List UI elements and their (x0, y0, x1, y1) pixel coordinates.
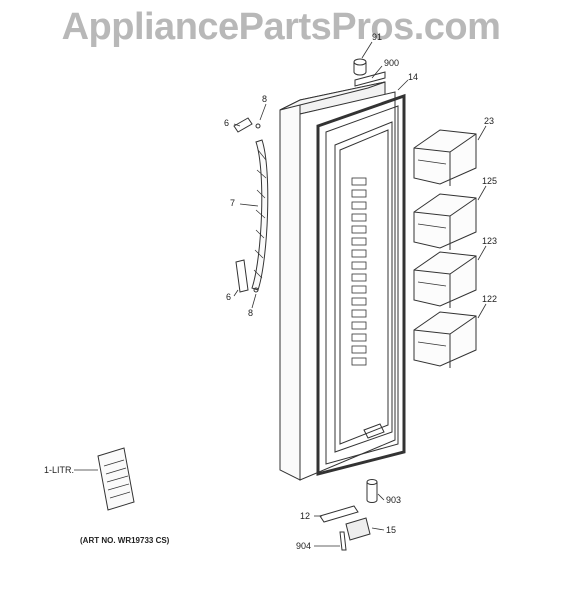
callout-23: 23 (484, 116, 494, 126)
callout-1-litr: 1-LITR. (44, 465, 74, 475)
callout-125: 125 (482, 176, 497, 186)
callout-15: 15 (386, 525, 396, 535)
door-bin-icon (413, 129, 477, 368)
callout-8-top: 8 (262, 94, 267, 104)
fridge-door-icon (279, 58, 406, 481)
callout-14: 14 (408, 72, 418, 82)
callout-12: 12 (300, 511, 310, 521)
callout-6-bottom: 6 (226, 292, 231, 302)
literature-icon (97, 447, 135, 511)
callout-7: 7 (230, 198, 235, 208)
art-number-note: (ART NO. WR19733 CS) (80, 536, 170, 545)
callout-900: 900 (384, 58, 399, 68)
callout-122: 122 (482, 294, 497, 304)
callout-91: 91 (372, 32, 382, 42)
callout-903: 903 (386, 495, 401, 505)
callout-8-bottom: 8 (248, 308, 253, 318)
watermark: AppliancePartsPros.com (61, 6, 501, 48)
door-handle-icon (233, 117, 269, 293)
callout-904: 904 (296, 541, 311, 551)
callout-123: 123 (482, 236, 497, 246)
callout-6-top: 6 (224, 118, 229, 128)
